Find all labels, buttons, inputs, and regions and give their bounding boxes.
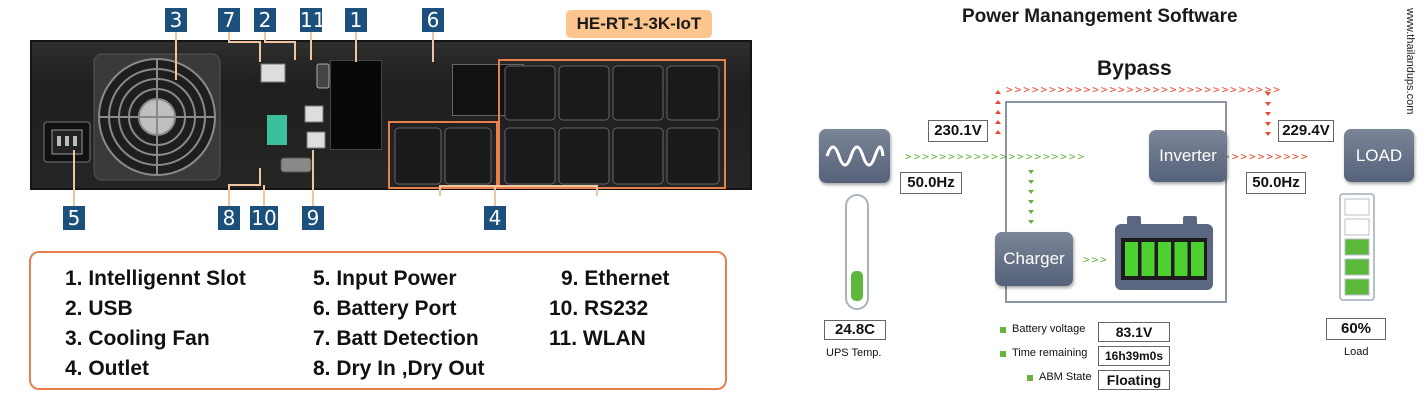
callout-7: 7 (218, 8, 240, 32)
sine-wave-icon (825, 145, 885, 167)
leader-lines (73, 32, 598, 206)
legend-item: 7. Batt Detection (313, 327, 479, 350)
input-power-socket-icon (43, 121, 91, 163)
legend-item: 9. Ethernet (561, 267, 670, 290)
input-flow-arrows: >>>>>>>>>>>>>>>>>>>>> (905, 150, 1087, 163)
port-cluster-icon (260, 63, 330, 173)
legend-item: 5. Input Power (313, 267, 457, 290)
ac-input-block (819, 129, 890, 183)
output-voltage: 229.4V (1278, 120, 1334, 142)
load-segment (1344, 278, 1370, 296)
battery-cell (1125, 242, 1138, 276)
legend-item: 10. RS232 (549, 297, 649, 320)
legend-item: 2. USB (65, 297, 133, 320)
input-voltage: 230.1V (928, 120, 988, 142)
legend-item: 6. Battery Port (313, 297, 457, 320)
outlet-group-icon (388, 59, 726, 189)
battery-cell (1141, 242, 1155, 276)
inverter-block: Inverter (1149, 130, 1227, 182)
load-segment (1344, 218, 1370, 236)
battery-icon (1115, 216, 1213, 290)
output-frequency: 50.0Hz (1246, 172, 1306, 194)
ups-frame (1005, 101, 1227, 303)
callout-10: 10 (250, 206, 278, 230)
callout-2: 2 (254, 8, 276, 32)
input-frequency: 50.0Hz (900, 172, 962, 194)
status-value-abm-state: Floating (1098, 370, 1170, 390)
legend-item: 11. WLAN (549, 327, 646, 350)
callout-5: 5 (63, 206, 85, 230)
battery-cells (1125, 242, 1204, 276)
cooling-fan-icon (93, 53, 221, 181)
battery-cell (1174, 242, 1188, 276)
bypass-up-chevrons (995, 90, 1001, 134)
load-block: LOAD (1344, 129, 1414, 182)
status-label-battery-voltage: Battery voltage (1012, 323, 1086, 335)
software-title: Power Manangement Software (962, 6, 1238, 27)
callout-4: 4 (484, 206, 506, 230)
bypass-down-chevrons (1265, 92, 1271, 136)
load-meter-icon (1339, 193, 1375, 301)
callout-6: 6 (422, 8, 444, 32)
ups-rear-chassis (30, 40, 752, 190)
status-bullet-icon (1027, 375, 1033, 381)
load-caption: Load (1344, 346, 1369, 358)
status-bullet-icon (1000, 327, 1006, 333)
callout-11: 11 (300, 8, 326, 32)
callout-1: 1 (345, 8, 367, 32)
callout-3: 3 (165, 8, 187, 32)
status-label-time-remaining: Time remaining (1012, 347, 1088, 359)
status-bullet-icon (1000, 351, 1006, 357)
charger-flow-arrows: >>> (1083, 253, 1109, 266)
ups-temp-label: UPS Temp. (826, 347, 882, 359)
bypass-arrow-row: >>>>>>>>>>>>>>>>>>>>>>>>>>>>>>>> (1006, 83, 1282, 96)
charger-block: Charger (995, 232, 1073, 286)
charger-down-chevrons (1028, 170, 1034, 224)
load-segment (1344, 198, 1370, 216)
status-label-abm-state: ABM State (1039, 371, 1092, 383)
thermometer-icon (845, 194, 869, 310)
port-legend: 1. Intelligennt Slot 2. USB 3. Cooling F… (29, 251, 727, 390)
legend-item: 4. Outlet (65, 357, 150, 380)
load-segment (1344, 238, 1370, 256)
battery-cell (1191, 242, 1204, 276)
battery-cell (1158, 242, 1171, 276)
thermometer-level (851, 271, 863, 301)
bypass-label: Bypass (1097, 57, 1172, 80)
callout-8: 8 (218, 206, 240, 230)
status-value-time-remaining: 16h39m0s (1098, 346, 1170, 366)
legend-item: 1. Intelligennt Slot (65, 267, 246, 290)
load-percent-value: 60% (1326, 318, 1386, 340)
model-badge: HE-RT-1-3K-IoT (566, 10, 712, 38)
legend-item: 3. Cooling Fan (65, 327, 210, 350)
load-segment (1344, 258, 1370, 276)
watermark: www.thailandups.com (1404, 8, 1416, 115)
intelligent-slot (330, 60, 382, 150)
legend-item: 8. Dry In ,Dry Out (313, 357, 485, 380)
ups-temp-value: 24.8C (824, 320, 886, 340)
load-segments (1344, 198, 1370, 296)
status-value-battery-voltage: 83.1V (1098, 322, 1170, 342)
callout-9: 9 (302, 206, 324, 230)
